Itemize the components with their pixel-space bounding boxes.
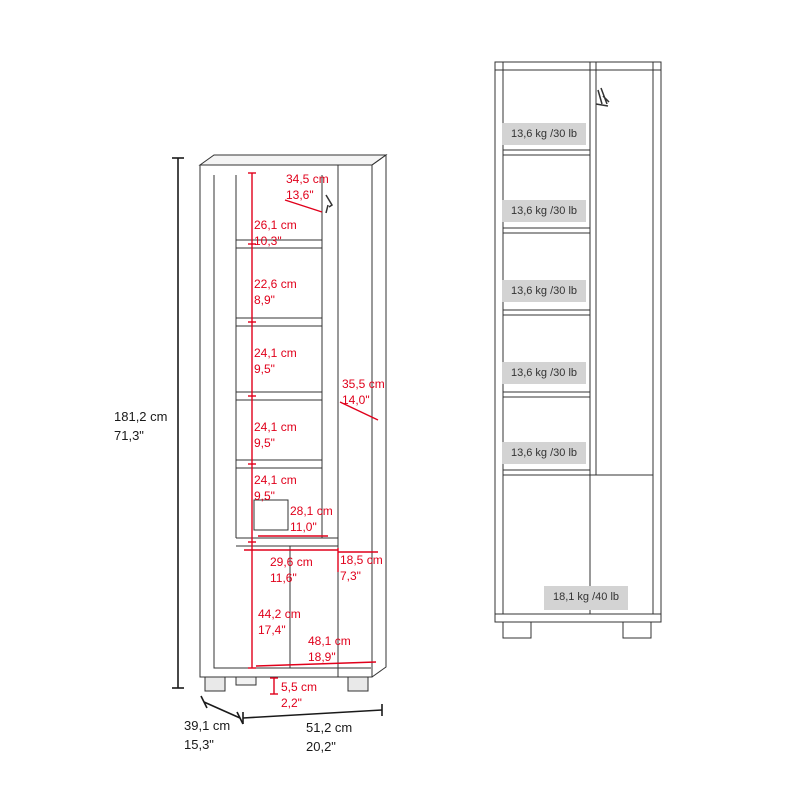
door-width-in: 14,0"	[342, 393, 370, 407]
lower-width-cm: 48,1 cm	[308, 634, 351, 648]
shelf2-in: 8,9"	[254, 293, 275, 307]
side-cm: 18,5 cm	[340, 553, 383, 567]
shelf5-in: 9,5"	[254, 489, 275, 503]
dim-door-width	[339, 401, 379, 421]
left-interior-back	[213, 175, 371, 669]
mid-depth-cm: 29,6 cm	[270, 555, 313, 569]
left-handle-icon	[325, 194, 334, 214]
left-bottom-tray	[253, 499, 289, 531]
shelf-load-3: 13,6 kg /30 lb	[502, 280, 586, 302]
leg-in: 2,2"	[281, 696, 302, 710]
left-leg-front-right	[347, 676, 369, 692]
side-in: 7,3"	[340, 569, 361, 583]
left-cabinet	[198, 154, 388, 692]
left-body-outline	[199, 164, 373, 678]
shelf3-in: 9,5"	[254, 362, 275, 376]
lower-height-cm: 44,2 cm	[258, 607, 301, 621]
width-in-label: 20,2"	[306, 739, 336, 754]
left-leg-back	[235, 676, 257, 686]
left-right-side	[371, 154, 387, 678]
door-width-cm: 35,5 cm	[342, 377, 385, 391]
height-cm-label: 181,2 cm	[114, 409, 168, 424]
right-cabinet	[494, 61, 662, 639]
dim-depth	[203, 701, 241, 719]
shelf3-cm: 24,1 cm	[254, 346, 297, 360]
top-depth-cm: 34,5 cm	[286, 172, 329, 186]
right-body-outline	[494, 61, 662, 623]
dim-depth-tick-b	[236, 711, 244, 725]
right-leg-left	[502, 621, 532, 639]
shelf1-cm: 26,1 cm	[254, 218, 297, 232]
dim-depth-tick-a	[200, 695, 208, 709]
lower-height-in: 17,4"	[258, 623, 286, 637]
bottom-load: 18,1 kg /40 lb	[544, 586, 628, 610]
shelf-load-5: 13,6 kg /30 lb	[502, 442, 586, 464]
shelf-load-4: 13,6 kg /30 lb	[502, 362, 586, 384]
depth-cm-label: 39,1 cm	[184, 718, 231, 733]
overall-dimensions	[172, 157, 383, 725]
shelf-width-in: 11,0"	[290, 520, 317, 534]
shelf-load-1: 13,6 kg /30 lb	[502, 123, 586, 145]
left-red-dimensions	[244, 172, 379, 695]
dim-width	[242, 709, 383, 719]
mid-depth-in: 11,6"	[270, 571, 297, 585]
shelf4-in: 9,5"	[254, 436, 275, 450]
width-cm-label: 51,2 cm	[306, 720, 353, 735]
dim-lower-width	[255, 661, 377, 667]
shelf-width-cm: 28,1 cm	[290, 504, 333, 518]
leg-cm: 5,5 cm	[281, 680, 318, 694]
shelf4-cm: 24,1 cm	[254, 420, 297, 434]
left-leg-front-left	[204, 676, 226, 692]
shelf5-cm: 24,1 cm	[254, 473, 297, 487]
height-in-label: 71,3"	[114, 428, 144, 443]
right-leg-right	[622, 621, 652, 639]
key-icon	[595, 87, 610, 107]
top-depth-in: 13,6"	[286, 188, 314, 202]
dim-top-depth	[284, 199, 323, 213]
left-top-slab	[198, 154, 388, 166]
shelf1-in: 10,3"	[254, 234, 282, 248]
depth-in-label: 15,3"	[184, 737, 214, 752]
shelf2-cm: 22,6 cm	[254, 277, 297, 291]
lower-width-in: 18,9"	[308, 650, 336, 664]
shelf-load-2: 13,6 kg /30 lb	[502, 200, 586, 222]
